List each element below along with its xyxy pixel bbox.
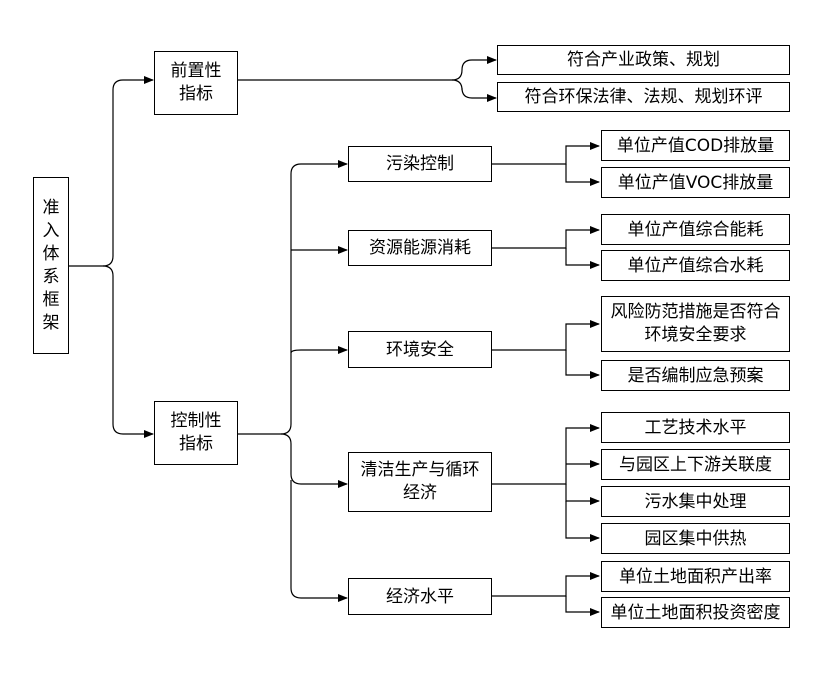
control-indicator-node: 控制性 指标 [154,401,238,465]
root-char: 体 [42,243,60,264]
leaf-label-line1: 风险防范措施是否符合 [610,302,781,322]
pre-indicator-line2: 指标 [179,84,213,104]
leaf-node: 单位产值综合能耗 [601,214,790,245]
root-node: 准 入 体 系 框 架 [33,177,69,354]
leaf-node: 是否编制应急预案 [601,360,790,391]
root-char: 框 [42,289,60,310]
pre-item-node: 符合环保法律、法规、规划环评 [497,82,790,112]
leaf-node: 园区集中供热 [601,523,790,554]
root-char: 准 [42,197,60,218]
leaf-label-line2: 环境安全要求 [644,325,747,345]
pre-indicator-node: 前置性 指标 [154,51,238,115]
leaf-node: 污水集中处理 [601,486,790,517]
group-label-line2: 经济 [403,483,437,503]
leaf-node: 工艺技术水平 [601,412,790,443]
root-char: 入 [42,220,60,241]
control-indicator-line2: 指标 [179,434,213,454]
control-indicator-line1: 控制性 [170,411,222,431]
group-node-economy: 经济水平 [348,578,492,615]
group-node-safety: 环境安全 [348,331,492,368]
leaf-node: 与园区上下游关联度 [601,449,790,480]
leaf-node: 风险防范措施是否符合 环境安全要求 [601,296,790,352]
group-label-line1: 清洁生产与循环 [360,460,480,480]
leaf-node: 单位产值COD排放量 [601,130,790,161]
leaf-node: 单位土地面积产出率 [601,561,790,592]
group-node-clean-production: 清洁生产与循环 经济 [348,452,492,512]
leaf-node: 单位产值综合水耗 [601,250,790,281]
root-char: 系 [42,266,60,287]
group-node-resource: 资源能源消耗 [348,230,492,266]
pre-item-node: 符合产业政策、规划 [497,45,790,75]
leaf-node: 单位土地面积投资密度 [601,597,790,628]
root-char: 架 [42,312,60,333]
leaf-node: 单位产值VOC排放量 [601,167,790,198]
pre-indicator-line1: 前置性 [170,61,222,81]
group-node-pollution: 污染控制 [348,146,492,182]
